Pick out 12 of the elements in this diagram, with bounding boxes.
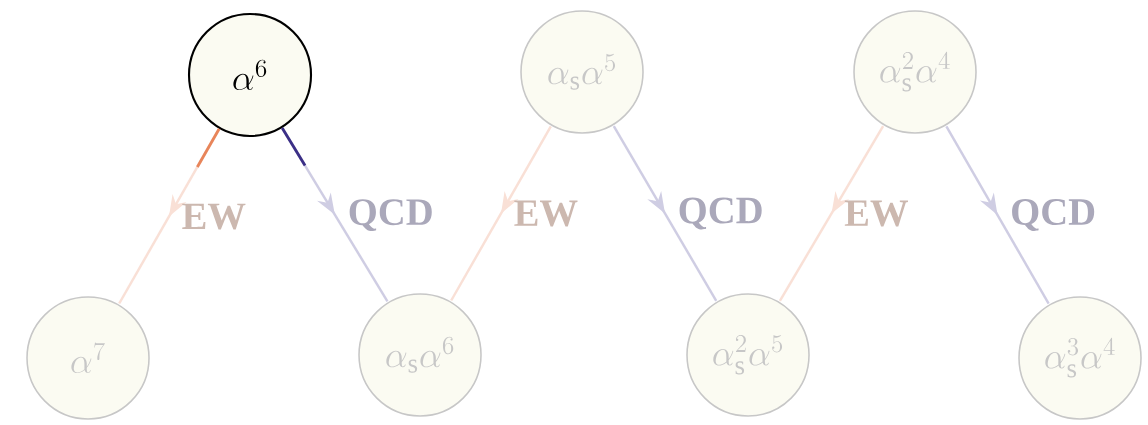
- edge-label: QCD: [679, 197, 762, 230]
- edge-label: EW: [514, 200, 578, 227]
- arrow: [612, 125, 718, 302]
- edge-label: EW: [844, 200, 908, 227]
- edge-label: QCD: [1012, 199, 1095, 231]
- edge-label: EW: [182, 203, 246, 230]
- arrow: [778, 125, 885, 302]
- arrow: [450, 125, 552, 302]
- edge-label: QCD: [349, 199, 432, 231]
- arrow: [281, 127, 389, 302]
- arrow: [945, 125, 1050, 305]
- arrow: [118, 128, 221, 305]
